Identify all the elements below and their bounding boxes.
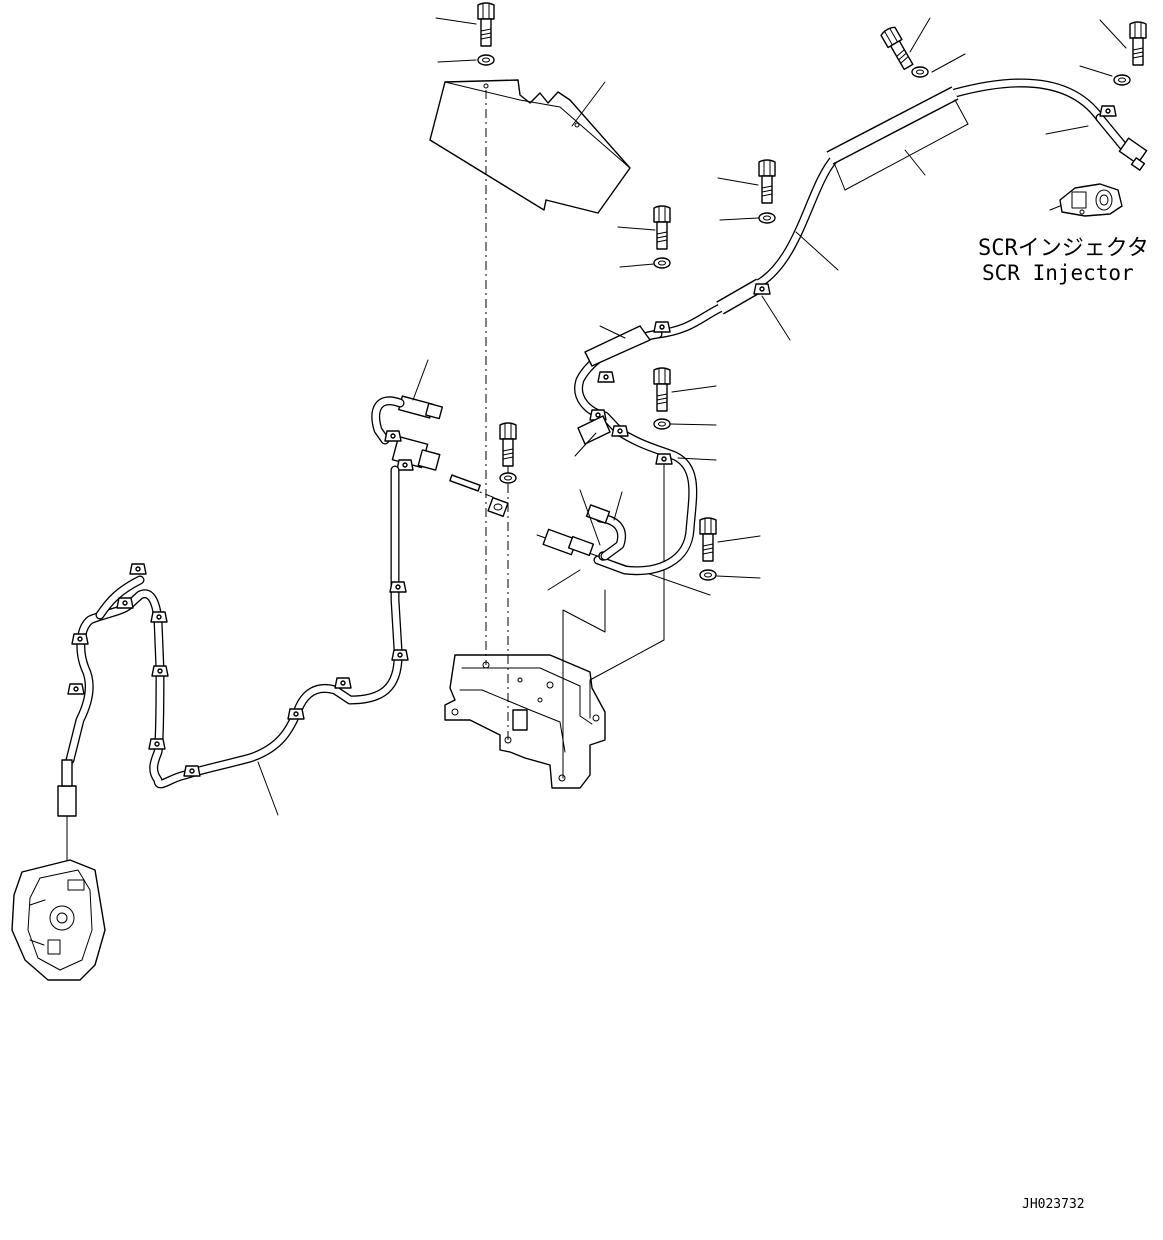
heat-shield [429,79,631,214]
mounting-bracket [444,654,606,789]
middle-harness [542,321,698,576]
injector-label-en: SCR Injector [982,261,1134,285]
junction-connector [371,395,509,518]
drawing-code: JH023732 [1022,1197,1085,1212]
leader-lines-steps [536,462,711,779]
alignment-lines [449,90,509,740]
injector-label-jp: SCRインジェクタ [978,236,1149,261]
leader-lines [257,17,1127,816]
sensor-unit [11,859,106,981]
main-harness [653,78,1148,339]
scr-injector [1049,183,1123,217]
left-harness [57,465,409,861]
